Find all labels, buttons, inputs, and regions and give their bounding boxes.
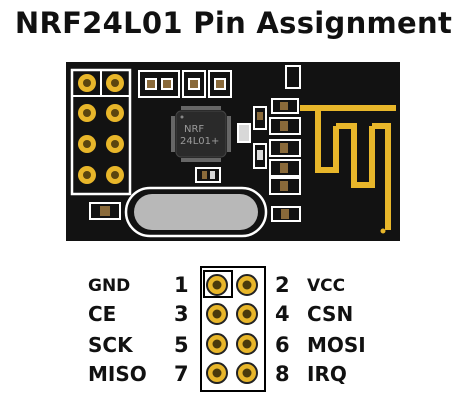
pin-2-number: 2 [275, 273, 290, 297]
pinout-header-outline [200, 266, 266, 392]
page-title: NRF24L01 Pin Assignment [14, 6, 453, 40]
pin-3-number: 3 [174, 302, 189, 326]
pin-6-number: 6 [275, 333, 290, 357]
pin-5-name: SCK [88, 333, 133, 357]
pin-4-number: 4 [275, 302, 290, 326]
smd-mid-components [89, 65, 301, 222]
pin-7-name: MISO [88, 362, 147, 386]
pinout-header-pads [206, 274, 258, 384]
pin-2-name: VCC [307, 276, 346, 296]
chip-label-line1: NRF [184, 124, 204, 135]
nrf-chip: NRF 24L01+ [171, 106, 231, 162]
pin-8-name: IRQ [307, 362, 347, 386]
board-header-pads [78, 74, 124, 184]
crystal-oscillator [124, 186, 268, 238]
pin-8-number: 8 [275, 362, 290, 386]
pin-1-number: 1 [174, 273, 189, 297]
smd-top-row [138, 70, 232, 98]
pinout-pin1-box [203, 270, 233, 298]
pin-3-name: CE [88, 302, 117, 326]
pin-1-name: GND [88, 276, 131, 296]
pcb-antenna [300, 105, 396, 230]
pin-4-name: CSN [307, 302, 354, 326]
pin-5-number: 5 [174, 333, 189, 357]
pin-7-number: 7 [174, 362, 189, 386]
chip-label-line2: 24L01+ [180, 136, 219, 147]
pin-6-name: MOSI [307, 333, 366, 357]
